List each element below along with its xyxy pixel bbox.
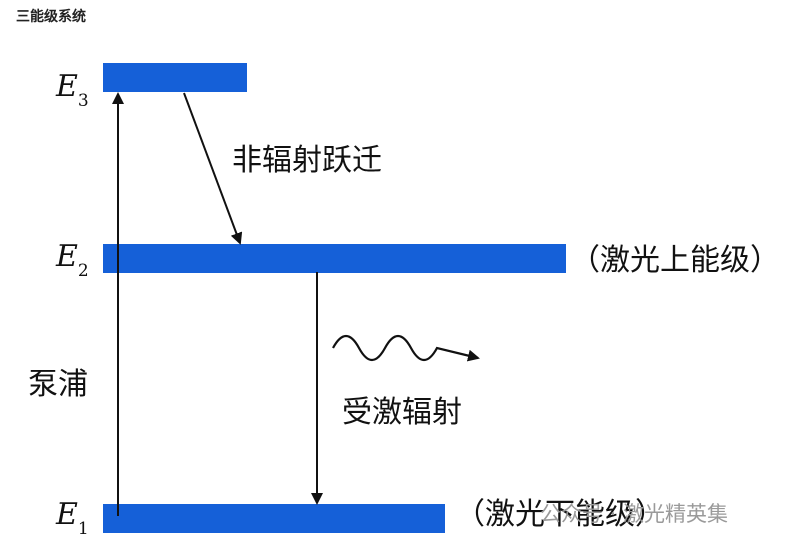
level-e1-symbol: E <box>55 497 78 532</box>
stimulated-label: 受激辐射 <box>342 395 462 430</box>
level-e3-bar <box>103 63 247 92</box>
level-e2-label: E2 <box>55 239 89 281</box>
level-e2-note: （激光上能级） <box>570 243 780 278</box>
level-e1-label: E1 <box>55 497 89 537</box>
level-e1-bar <box>103 504 445 533</box>
level-e1-subscript: 1 <box>78 519 89 537</box>
wavy-arrow-photon-icon <box>332 334 480 362</box>
level-e2-symbol: E <box>55 239 78 274</box>
level-e2-bar <box>103 244 566 273</box>
level-e2-subscript: 2 <box>78 261 89 281</box>
watermark: 公众号 · 激光精英集 <box>540 502 728 526</box>
nonradiative-arrow <box>183 92 243 245</box>
page-title: 三能级系统 <box>16 9 86 25</box>
level-e3-label: E3 <box>55 69 89 111</box>
nonradiative-label: 非辐射跃迁 <box>232 143 382 178</box>
level-e3-symbol: E <box>55 69 78 104</box>
pump-label: 泵浦 <box>28 367 88 402</box>
level-e3-subscript: 3 <box>78 91 89 111</box>
level-e1-note: （激光下能级） <box>455 497 665 532</box>
